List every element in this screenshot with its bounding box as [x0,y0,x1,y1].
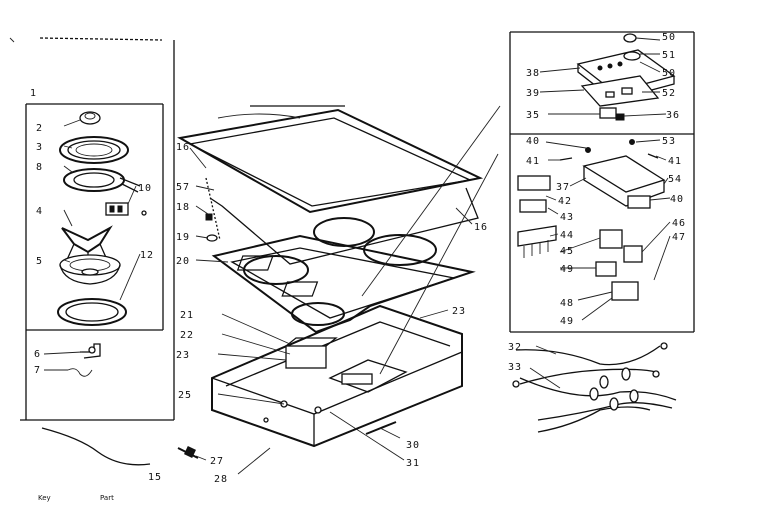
callout-3: 3 [36,142,43,153]
cooktop-top [177,108,484,334]
callout-44: 44 [560,230,574,241]
callout-54: 54 [668,174,682,185]
callout-52: 52 [662,88,676,99]
callout-22: 22 [180,330,194,341]
callout-45: 45 [560,246,574,257]
callout-20: 20 [176,256,190,267]
callout-57: 57 [176,182,190,193]
callout-1: 1 [30,88,37,99]
callout-8: 8 [36,162,43,173]
detail-control-panel [576,33,676,121]
callout-6: 6 [34,349,41,360]
callout-18: 18 [176,202,190,213]
callout-38: 38 [526,68,540,79]
callout-36: 36 [666,110,680,121]
callout-21: 21 [180,310,194,321]
callout-49-lower: 49 [560,316,574,327]
burner-assembly [41,111,151,466]
callout-10: 10 [138,183,152,194]
footer-part-label: Part [100,494,114,502]
callout-51: 51 [662,50,676,61]
callout-2: 2 [36,123,43,134]
callout-48: 48 [560,298,574,309]
callout-49-upper: 49 [560,264,574,275]
callout-50-mid: 50 [662,68,676,79]
section-frames [9,31,695,421]
callout-12: 12 [140,250,154,261]
callout-37: 37 [556,182,570,193]
callout-41-left: 41 [526,156,540,167]
callout-25: 25 [178,390,192,401]
callout-4: 4 [36,206,43,217]
callout-40-top: 40 [526,136,540,147]
callout-27: 27 [210,456,224,467]
callout-43: 43 [560,212,574,223]
callout-19: 19 [176,232,190,243]
callout-30: 30 [406,440,420,451]
callout-23-left: 23 [176,350,190,361]
callout-16-top: 16 [176,142,190,153]
footer-key-label: Key [38,494,51,502]
callout-15: 15 [148,472,162,483]
callout-labels: 1 2 3 8 10 4 5 12 6 7 15 16 57 18 19 20 … [30,32,686,485]
callout-47: 47 [672,232,686,243]
detail-switch-assembly [517,139,666,301]
callout-39: 39 [526,88,540,99]
callout-28: 28 [214,474,228,485]
callout-32: 32 [508,342,522,353]
callout-42: 42 [558,196,572,207]
callout-35: 35 [526,110,540,121]
callout-46: 46 [672,218,686,229]
cooktop-box [177,304,463,459]
callout-41-right: 41 [668,156,682,167]
callout-40-bottom: 40 [670,194,684,205]
leader-lines [43,37,671,475]
callout-31: 31 [406,458,420,469]
callout-23-right: 23 [452,306,466,317]
callout-33: 33 [508,362,522,373]
callout-50-top: 50 [662,32,676,43]
callout-5: 5 [36,256,43,267]
footer: Key Part [38,494,114,502]
wire-harness [512,342,677,433]
callout-53: 53 [662,136,676,147]
callout-16-right: 16 [474,222,488,233]
callout-7: 7 [34,365,41,376]
